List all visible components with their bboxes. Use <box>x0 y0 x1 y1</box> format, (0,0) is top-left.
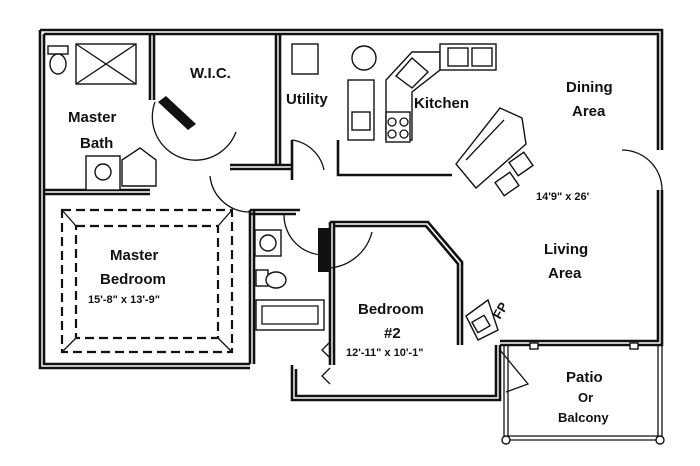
master-bath-fixtures <box>47 43 157 191</box>
living-label-line2: Area <box>548 265 582 282</box>
dining-label-line2: Area <box>572 103 606 120</box>
kitchen-island <box>455 107 534 197</box>
utility-fixtures <box>291 43 377 141</box>
master-bath-label-line2: Bath <box>80 135 113 152</box>
master-bedroom-label-line1: Master <box>110 247 159 264</box>
master-bedroom-label-line2: Bedroom <box>100 271 166 288</box>
fireplace-label: FP <box>490 299 511 321</box>
closet-doors <box>321 341 331 385</box>
patio <box>501 342 665 445</box>
utility-label: Utility <box>286 91 328 108</box>
bedroom2-label-line2: #2 <box>384 325 401 342</box>
exterior-walls <box>38 28 664 402</box>
master-bedroom-dimensions: 15'-8" x 13'-9" <box>88 294 160 306</box>
living-area-dimensions: 14'9" x 26' <box>536 191 590 203</box>
interior-walls <box>44 34 464 365</box>
patio-label-line2: Or <box>578 390 593 405</box>
door-swings <box>151 96 663 393</box>
dining-label-line1: Dining <box>566 79 613 96</box>
hall-bath-fixtures <box>254 229 325 331</box>
fireplace-symbol <box>465 298 499 341</box>
bedroom2-label-line1: Bedroom <box>358 301 424 318</box>
living-label-line1: Living <box>544 241 588 258</box>
kitchen-fixtures <box>385 43 497 143</box>
patio-label-line1: Patio <box>566 369 603 386</box>
patio-label-line3: Balcony <box>558 410 609 425</box>
bedroom2-dimensions: 12'-11" x 10'-1" <box>346 347 423 359</box>
master-bedroom-tray-ceiling <box>60 208 234 354</box>
kitchen-label: Kitchen <box>414 95 469 112</box>
wic-label: W.I.C. <box>190 65 231 82</box>
master-bath-label-line1: Master <box>68 109 117 126</box>
